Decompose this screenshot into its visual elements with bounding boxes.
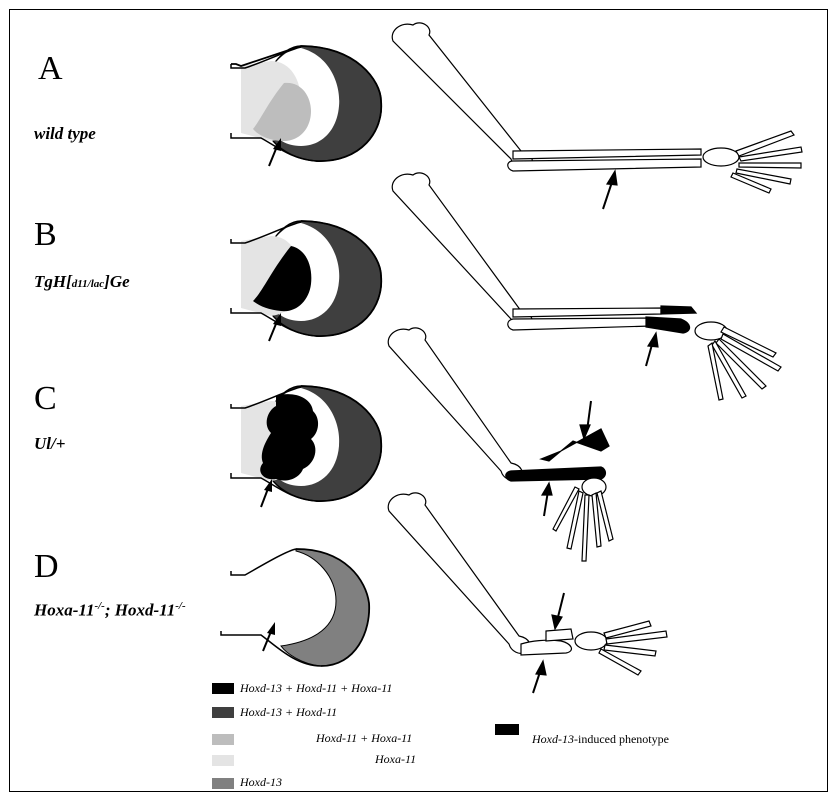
phenotype-legend-gene: Hoxd-13 [532,732,574,746]
panel-letter-b: B [34,216,57,254]
legend-label-d13-d11: Hoxd-13 + Hoxd-11 [240,705,337,720]
legend-swatch-light [212,734,234,745]
genotype-b-allele: d11/lac [72,278,104,290]
genotype-d-b: Hoxd-11 [115,601,175,620]
figure-frame: A wild type B TgH[d11/lac]Ge C Ul/+ D Ho… [9,9,828,792]
genotype-d-a-sup: -/- [94,600,104,612]
panel-letter-a: A [38,50,63,88]
legend-swatch-mid [212,778,234,789]
legend-label-d11-a11: Hoxd-11 + Hoxa-11 [316,731,412,746]
panel-letter-d: D [34,548,59,586]
forelimb-skeleton-d [388,493,667,693]
forelimb-skeleton-a [392,23,802,209]
legend-swatch-black [212,683,234,694]
phenotype-legend-label: Hoxd-13-induced phenotype [532,732,669,747]
limb-bud-a [231,46,381,166]
panel-genotype-a: wild type [34,124,96,144]
panel-letter-c: C [34,380,57,418]
legend-swatch-pale [212,755,234,766]
genotype-b-main: TgH[ [34,272,72,291]
genotype-d-a: Hoxa-11 [34,601,94,620]
figure-artwork [10,10,828,792]
phenotype-swatch [495,724,519,735]
phenotype-legend-text: -induced phenotype [574,732,669,746]
genotype-d-b-sup: -/- [175,600,185,612]
limb-bud-b [231,221,381,341]
legend-label-a11: Hoxa-11 [375,752,416,767]
panel-genotype-b: TgH[d11/lac]Ge [34,272,130,292]
genotype-d-sep: ; [105,601,115,620]
forelimb-skeleton-b [392,173,781,400]
limb-bud-d [221,549,369,666]
legend-label-d13: Hoxd-13 [240,775,282,790]
legend-label-d13-d11-a11: Hoxd-13 + Hoxd-11 + Hoxa-11 [240,681,392,696]
panel-genotype-d: Hoxa-11-/-; Hoxd-11-/- [34,600,186,621]
genotype-b-end: ]Ge [104,272,129,291]
limb-bud-c [231,386,381,507]
panel-genotype-c: Ul/+ [34,434,65,454]
legend-swatch-dark [212,707,234,718]
